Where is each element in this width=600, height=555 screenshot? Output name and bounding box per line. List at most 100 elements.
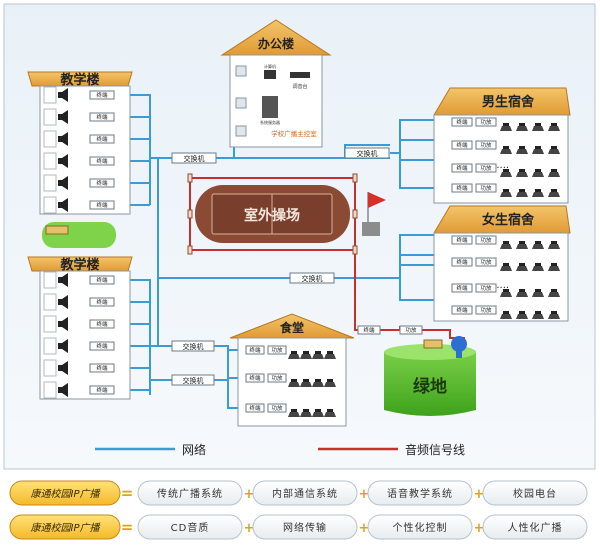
amp-box — [475, 117, 497, 127]
terminal-box — [89, 319, 115, 329]
green-label: 绿地 — [413, 376, 447, 397]
terminal-label: 终端 — [456, 184, 468, 192]
switch-label: 交换机 — [183, 376, 204, 385]
amp-label: 功放 — [480, 118, 492, 126]
terminal-box — [451, 305, 473, 315]
amp-box — [475, 283, 497, 293]
terminal-label: 终端 — [96, 386, 108, 394]
window — [235, 97, 247, 109]
brand-pill — [9, 514, 121, 540]
window — [235, 65, 247, 77]
switch-box — [171, 340, 215, 352]
terminal-box — [89, 178, 115, 188]
terminal-box — [451, 235, 473, 245]
plus-sign: + — [359, 521, 370, 536]
window — [43, 271, 57, 289]
terminal-box — [451, 183, 473, 193]
canteen: 食堂 终端功放终端功放终端功放 — [229, 313, 355, 427]
plus-sign: + — [359, 487, 370, 502]
terminal-box — [89, 200, 115, 210]
playground-speakers — [187, 173, 358, 255]
window — [43, 152, 57, 170]
amp-box — [399, 325, 423, 335]
switch-label: 交换机 — [184, 154, 205, 163]
amp-box — [475, 183, 497, 193]
terminal-box — [89, 275, 115, 285]
terminal-label: 终端 — [96, 298, 108, 306]
feature-pill — [252, 514, 358, 540]
terminal-label: 终端 — [96, 179, 108, 187]
terminal-label: 终端 — [249, 346, 261, 354]
switch-box — [289, 272, 335, 284]
mushroom-speaker-icon — [451, 336, 467, 352]
window — [43, 196, 57, 214]
terminal-label: 终端 — [96, 276, 108, 284]
feature-pill — [137, 514, 243, 540]
window — [43, 86, 57, 104]
plus-sign: + — [474, 487, 485, 502]
window — [235, 125, 247, 137]
terminal-label: 终端 — [96, 201, 108, 209]
amp-label: 功放 — [480, 284, 492, 292]
flag-icon — [368, 192, 386, 208]
dorm-rows: 终端功放终端功放······终端功放终端功放 — [451, 235, 560, 319]
dots-label: ······ — [490, 283, 509, 294]
amp-label: 功放 — [480, 164, 492, 172]
feature-label: 语音教学系统 — [387, 487, 453, 500]
network-lines — [122, 94, 434, 409]
brand-label: 康通校园IP广播 — [31, 488, 101, 500]
server-label: 系统服务器 — [260, 119, 280, 125]
terminal-box — [89, 134, 115, 144]
amp-label: 功放 — [480, 236, 492, 244]
terminal-box — [245, 403, 265, 413]
terminal-label: 终端 — [456, 258, 468, 266]
terminal-box — [89, 385, 115, 395]
lawn-small — [42, 222, 116, 248]
terminal-label: 终端 — [456, 306, 468, 314]
amp-box — [475, 163, 497, 173]
brand-label: 康通校园IP广播 — [31, 522, 101, 534]
dorm-male: 男生宿舍 终端功放终端功放······终端功放终端功放 — [433, 87, 571, 204]
pc-label: 计算机 — [264, 63, 276, 69]
terminal-box — [451, 140, 473, 150]
playground-label: 室外操场 — [244, 207, 300, 224]
server-icon — [262, 96, 278, 118]
pole-speaker-icon — [352, 173, 358, 183]
switch-label: 交换机 — [183, 342, 204, 351]
plus-sign: + — [474, 521, 485, 536]
terminal-label: 终端 — [249, 404, 261, 412]
pole-speaker-icon — [187, 209, 193, 219]
terminal-label: 终端 — [456, 236, 468, 244]
plus-sign: + — [244, 487, 255, 502]
building-label: 女生宿舍 — [482, 212, 535, 228]
terminal-box — [89, 363, 115, 373]
terminal-box — [245, 373, 265, 383]
bench-icon — [423, 339, 443, 349]
terminal-box — [451, 283, 473, 293]
terminal-label: 终端 — [96, 342, 108, 350]
mushroom-stem — [456, 348, 462, 358]
console-label: 调音台 — [292, 83, 307, 90]
amp-box — [475, 140, 497, 150]
building-label: 教学楼 — [59, 257, 99, 273]
feature-label: 内部通信系统 — [272, 487, 338, 500]
terminal-label: 终端 — [249, 374, 261, 382]
dorm-female: 女生宿舍 终端功放终端功放······终端功放终端功放 — [433, 205, 571, 322]
feature-pill — [482, 480, 588, 506]
window — [43, 108, 57, 126]
feature-rows: 康通校园IP广播=传统广播系统+内部通信系统+语音教学系统+校园电台康通校园IP… — [9, 480, 588, 540]
switch-label: 交换机 — [302, 274, 323, 283]
building-label: 男生宿舍 — [482, 94, 535, 110]
feature-pill — [252, 480, 358, 506]
switch-box — [171, 152, 217, 164]
feature-label: CD音质 — [171, 521, 210, 534]
switch-box — [171, 374, 215, 386]
terminal-box — [89, 90, 115, 100]
amp-label: 功放 — [480, 306, 492, 314]
terminal-box — [451, 163, 473, 173]
terminal-box — [89, 297, 115, 307]
legend-network-label: 网络 — [182, 442, 206, 457]
window — [43, 293, 57, 311]
